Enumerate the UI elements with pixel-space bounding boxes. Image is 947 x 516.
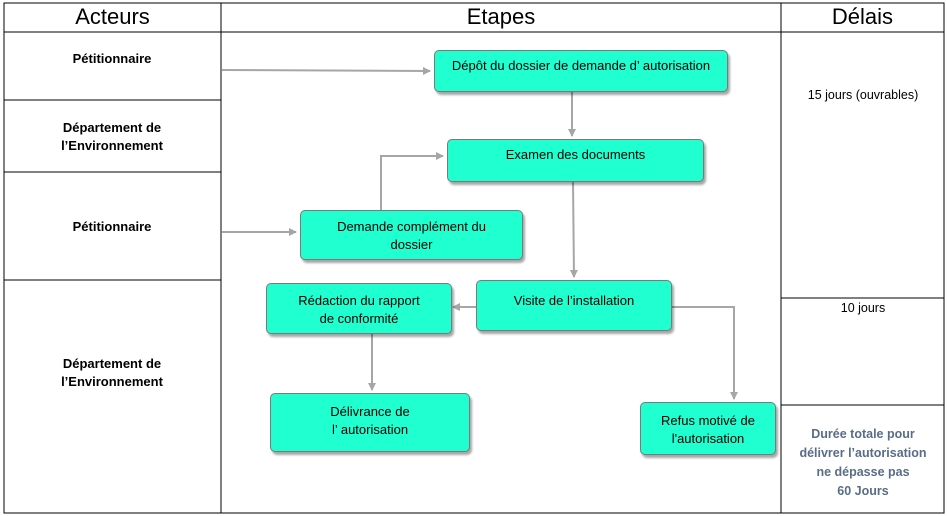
step-visite-installation: Visite de l’installation xyxy=(476,280,672,331)
actor-petitionnaire-2: Pétitionnaire xyxy=(72,218,152,234)
header-actors: Acteurs xyxy=(75,4,150,29)
delay-first: 15 jours (ouvrables) xyxy=(807,88,919,102)
step-refus-motive: Refus motivé de l'autorisation xyxy=(640,402,776,455)
step-delivrance-autorisation: Délivrance de l’ autorisation xyxy=(270,393,470,452)
step-redaction-rapport: Rédaction du rapport de conformité xyxy=(266,283,452,334)
step-demande-complement: Demande complément du dossier xyxy=(300,210,523,260)
actor-environnement-1: Département de l’Environnement xyxy=(61,119,163,153)
step-examen-documents: Examen des documents xyxy=(447,139,704,182)
arrow-visite-to-refus xyxy=(672,306,738,400)
header-steps: Etapes xyxy=(466,4,536,29)
arrow-examen-to-visite xyxy=(569,181,578,278)
arrow-complement-to-examen xyxy=(380,152,444,210)
header-delays: Délais xyxy=(831,4,894,29)
arrow-petitionnaire-to-depot xyxy=(221,66,431,75)
actor-environnement-2: Département de l’Environnement xyxy=(61,355,163,389)
delay-total: Durée totale pour délivrer l’autorisatio… xyxy=(799,427,927,498)
actor-petitionnaire-1: Pétitionnaire xyxy=(72,51,152,66)
step-depot-dossier: Dépôt du dossier de demande d’ autorisat… xyxy=(434,50,728,92)
delay-second: 10 jours xyxy=(840,301,886,315)
